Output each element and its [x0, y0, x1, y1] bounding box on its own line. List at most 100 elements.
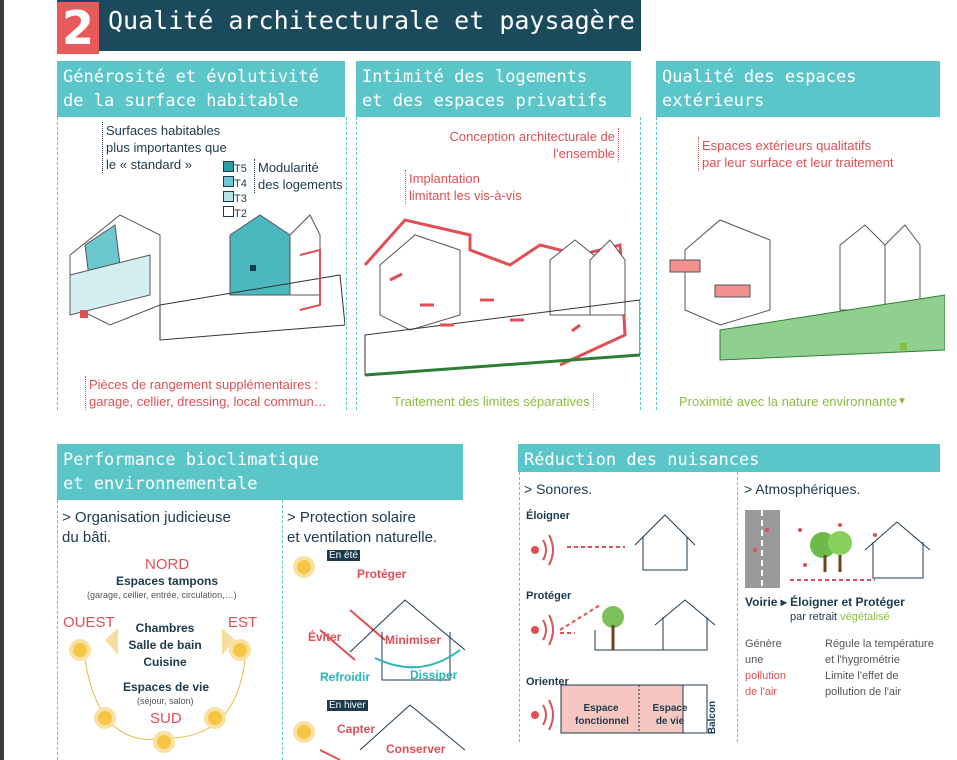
- label-orienter: Orienter: [526, 676, 569, 688]
- divider: [57, 500, 58, 760]
- legend-label: T3: [234, 193, 247, 205]
- label-espace-fonctionnel: Espace fonctionnel: [575, 702, 629, 728]
- legend-types: T5 T4 T3 T2: [223, 161, 247, 221]
- label-nord: NORD: [145, 556, 190, 573]
- text: Cuisine: [143, 655, 187, 669]
- text: Espace: [652, 703, 688, 714]
- label-proteger-son: Protéger: [526, 590, 572, 602]
- text: Chambres: [135, 621, 195, 635]
- note-espaces-exterieurs: Espaces extérieurs qualitatifs par leur …: [698, 137, 893, 171]
- text: Implantation: [409, 171, 480, 186]
- label-minimiser: Minimiser: [385, 633, 442, 647]
- text: Modularité: [258, 160, 319, 175]
- swatch: [223, 161, 234, 172]
- swatch: [223, 206, 234, 217]
- atmo-action: Voirie ▸ Éloigner et Protéger: [745, 595, 905, 609]
- label-ouest: OUEST: [63, 614, 115, 631]
- text: l'ensemble: [553, 146, 615, 161]
- label-est: EST: [228, 614, 258, 631]
- housing-illustration-3: [669, 219, 945, 361]
- section-number: 2: [57, 2, 99, 54]
- text: une: [745, 654, 764, 666]
- heading-protection: > Protection solaire et ventilation natu…: [287, 508, 437, 548]
- atmo-retrait: par retrait végétalisé: [790, 611, 890, 623]
- tag-ete: En été: [327, 550, 360, 561]
- label-espace-vie: Espace de vie: [645, 702, 695, 728]
- text: du bâti.: [62, 529, 112, 546]
- air-pollution-diagram: [745, 510, 931, 588]
- text: > Organisation judicieuse: [62, 509, 231, 526]
- note-rangement: Pièces de rangement supplémentaires : ga…: [85, 376, 327, 410]
- swatch: [223, 191, 234, 202]
- noise-diagram: [531, 514, 716, 734]
- label-eviter: Éviter: [308, 630, 342, 644]
- label-tampons-sub: (garage, cellier, entrée, circulation,…): [87, 590, 237, 600]
- page-edge: [0, 0, 4, 760]
- text: et l'hygrométrie: [825, 654, 900, 666]
- section-title-line: et des espaces privatifs: [362, 91, 608, 111]
- triangle-down-icon: ▼: [897, 396, 907, 407]
- text: Espaces extérieurs qualitatifs: [702, 138, 872, 153]
- label-proteger: Protéger: [357, 567, 407, 581]
- label-espaces-vie: Espaces de vie: [123, 680, 210, 694]
- text: pollution de l'air: [825, 686, 902, 698]
- text: garage, cellier, dressing, local commun…: [89, 394, 327, 409]
- text: végétalisé: [840, 611, 890, 623]
- text: et ventilation naturelle.: [287, 529, 438, 546]
- label-tampons: Espaces tampons: [116, 574, 219, 588]
- label-dissiper: Dissiper: [410, 668, 458, 682]
- text: Conception architecturale de: [449, 129, 616, 144]
- page-title: Qualité architecturale et paysagère: [108, 6, 635, 35]
- text: plus importantes que: [106, 140, 227, 155]
- section-header-bioclimatique: Performance bioclimatique et environneme…: [57, 444, 463, 500]
- text: de vie: [655, 716, 685, 727]
- section-title-line: extérieurs: [662, 91, 765, 111]
- atmo-genere: Génère une pollution de l'air: [745, 636, 786, 700]
- note-modularite: Modularité des logements: [254, 159, 343, 193]
- note-conception: Conception architecturale de l'ensemble: [420, 128, 619, 162]
- section-title-line: et environnementale: [63, 474, 258, 494]
- heading-sonores: > Sonores.: [524, 481, 593, 497]
- section-header-intimite: Intimité des logements et des espaces pr…: [356, 61, 631, 117]
- ventilation-diagram: [293, 556, 465, 760]
- divider: [656, 117, 657, 410]
- label-conserver: Conserver: [386, 742, 446, 756]
- label-vie-sub: (séjour, salon): [137, 696, 194, 706]
- divider: [640, 117, 641, 410]
- section-header-nuisances: Réduction des nuisances: [518, 444, 940, 472]
- note-surfaces: Surfaces habitables plus importantes que…: [102, 122, 227, 173]
- text: Régule la température: [825, 638, 934, 650]
- note-nature: Proximité avec la nature environnante: [679, 394, 898, 409]
- divider: [57, 117, 58, 410]
- rooms-list: Chambres Salle de bain Cuisine: [120, 620, 210, 671]
- text: fonctionnel: [575, 716, 629, 727]
- label-refroidir: Refroidir: [320, 670, 371, 684]
- text: par leur surface et leur traitement: [702, 155, 894, 170]
- text: Éloigner et Protéger: [790, 595, 905, 609]
- tag-hiver: En hiver: [327, 700, 368, 711]
- heading-organisation: > Organisation judicieuse du bâti.: [62, 508, 231, 548]
- text: Génère: [745, 638, 782, 650]
- divider: [519, 472, 520, 742]
- note-limites: Traitement des limites séparatives: [393, 393, 594, 410]
- heading-atmospheriques: > Atmosphériques.: [744, 481, 861, 497]
- text: Surfaces habitables: [106, 123, 221, 138]
- text: le « standard »: [106, 157, 193, 172]
- legend-label: T2: [234, 208, 247, 220]
- housing-illustration-1: [69, 214, 345, 341]
- text: de l'air: [745, 686, 778, 698]
- title-banner: [57, 0, 641, 51]
- label-capter: Capter: [337, 722, 376, 736]
- divider: [737, 472, 738, 742]
- text: pollution: [745, 670, 786, 682]
- section-title-line: Qualité des espaces: [662, 67, 857, 87]
- label-balcon: Balcon: [707, 700, 719, 735]
- text: limitant les vis-à-vis: [409, 188, 522, 203]
- note-implantation: Implantation limitant les vis-à-vis: [405, 170, 522, 204]
- housing-illustration-2: [363, 218, 640, 377]
- section-title-line: Générosité et évolutivité: [63, 67, 319, 87]
- label-sud: SUD: [150, 710, 182, 727]
- sun-path-diagram: [69, 628, 251, 753]
- text: Espace: [583, 703, 619, 714]
